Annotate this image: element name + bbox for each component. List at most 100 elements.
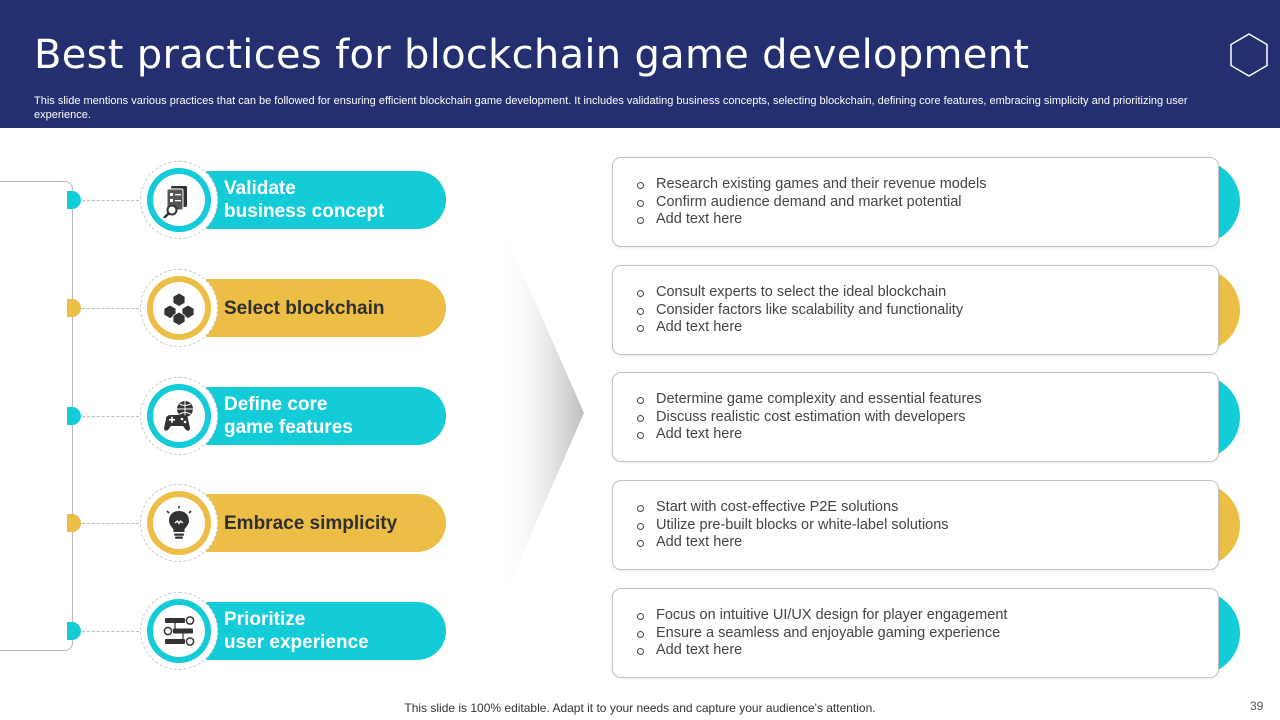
detail-card: Focus on intuitive UI/UX design for play… xyxy=(612,588,1219,678)
detail-text: Consult experts to select the ideal bloc… xyxy=(656,284,947,300)
detail-text: Consider factors like scalability and fu… xyxy=(656,301,964,318)
detail-item: Add text here xyxy=(637,642,1007,660)
step-label: Prioritize user experience xyxy=(224,609,369,653)
circle-bullet-icon xyxy=(637,290,644,297)
detail-item: Add text here xyxy=(637,319,963,337)
detail-list: Determine game complexity and essential … xyxy=(637,391,982,444)
step-badge-ring xyxy=(147,276,211,340)
footer-note: This slide is 100% editable. Adapt it to… xyxy=(404,701,876,715)
step-badge-ring xyxy=(147,168,211,232)
step-badge xyxy=(140,592,218,670)
step-badge xyxy=(140,269,218,347)
circle-bullet-icon xyxy=(637,432,644,439)
slide-title: Best practices for blockchain game devel… xyxy=(34,32,1030,78)
detail-item: Consider factors like scalability and fu… xyxy=(637,302,963,320)
detail-text: Research existing games and their revenu… xyxy=(656,176,987,192)
step-pill xyxy=(180,387,446,445)
detail-item: Utilize pre-built blocks or white-label … xyxy=(637,517,949,535)
detail-item: Start with cost-effective P2E solutions xyxy=(637,499,949,517)
step-badge xyxy=(140,161,218,239)
blockchain-cubes-icon xyxy=(163,292,195,326)
connector-line xyxy=(82,416,144,417)
detail-text: Add text here xyxy=(656,211,743,227)
detail-item: Add text here xyxy=(637,211,986,229)
user-flow-icon xyxy=(163,616,195,646)
detail-text: Start with cost-effective P2E solutions xyxy=(656,499,899,515)
step-label: Embrace simplicity xyxy=(224,512,398,534)
gamepad-globe-icon xyxy=(164,401,193,431)
detail-item: Discuss realistic cost estimation with d… xyxy=(637,409,982,427)
step-badge-inner xyxy=(153,174,205,226)
connector-dot xyxy=(67,299,81,317)
circle-bullet-icon xyxy=(637,648,644,655)
connector-line xyxy=(82,308,144,309)
step-badge xyxy=(140,377,218,455)
circle-bullet-icon xyxy=(637,199,644,207)
step-badge xyxy=(140,484,218,562)
step-badge-inner xyxy=(153,390,205,442)
step-pill xyxy=(180,494,446,552)
hexagon-icon xyxy=(1230,33,1268,77)
step-label: Define core game features xyxy=(224,394,353,438)
step-pill xyxy=(180,279,446,337)
circle-bullet-icon xyxy=(637,630,644,638)
step-badge-ring xyxy=(147,384,211,448)
slide-subtitle: This slide mentions various practices th… xyxy=(34,95,1188,121)
detail-text: Determine game complexity and essential … xyxy=(656,391,982,407)
slide-header: Best practices for blockchain game devel… xyxy=(0,0,1280,128)
detail-text: Focus on intuitive UI/UX design for play… xyxy=(656,607,1008,623)
detail-card: Consult experts to select the ideal bloc… xyxy=(612,265,1219,355)
step-pill xyxy=(180,171,446,229)
step-pill xyxy=(180,602,446,660)
step-label: Select blockchain xyxy=(224,297,385,319)
circle-bullet-icon xyxy=(637,414,644,422)
step-badge-inner xyxy=(153,605,205,657)
detail-item: Research existing games and their revenu… xyxy=(637,176,986,194)
circle-bullet-icon xyxy=(637,522,644,530)
detail-text: Add text here xyxy=(656,319,743,335)
detail-text: Discuss realistic cost estimation with d… xyxy=(656,408,966,425)
step-badge-ring xyxy=(147,599,211,663)
step-label: Validate business concept xyxy=(224,178,385,222)
connector-dot xyxy=(67,622,81,640)
detail-card: Research existing games and their revenu… xyxy=(612,157,1219,247)
detail-text: Add text here xyxy=(656,534,743,550)
circle-bullet-icon xyxy=(637,325,644,332)
step-badge-inner xyxy=(153,282,205,334)
circle-bullet-icon xyxy=(637,613,644,620)
detail-item: Consult experts to select the ideal bloc… xyxy=(637,284,963,302)
circle-bullet-icon xyxy=(637,540,644,547)
detail-list: Focus on intuitive UI/UX design for play… xyxy=(637,607,1007,660)
detail-text: Ensure a seamless and enjoyable gaming e… xyxy=(656,624,1001,641)
detail-text: Add text here xyxy=(656,426,743,442)
page-number: 39 xyxy=(1250,699,1264,713)
circle-bullet-icon xyxy=(637,397,644,404)
connector-dot xyxy=(67,407,81,425)
business-concept-icon xyxy=(163,186,187,218)
circle-bullet-icon xyxy=(637,182,644,189)
left-bracket xyxy=(0,181,73,651)
connector-dot xyxy=(67,514,81,532)
connector-dot xyxy=(67,191,81,209)
step-badge-ring xyxy=(147,491,211,555)
detail-item: Focus on intuitive UI/UX design for play… xyxy=(637,607,1007,625)
circle-bullet-icon xyxy=(637,505,644,512)
detail-item: Confirm audience demand and market poten… xyxy=(637,194,986,212)
detail-text: Utilize pre-built blocks or white-label … xyxy=(656,516,949,533)
connector-line xyxy=(82,631,144,632)
detail-item: Add text here xyxy=(637,534,949,552)
connector-line xyxy=(82,200,144,201)
circle-bullet-icon xyxy=(637,307,644,315)
circle-bullet-icon xyxy=(637,217,644,224)
detail-list: Consult experts to select the ideal bloc… xyxy=(637,284,963,337)
detail-item: Ensure a seamless and enjoyable gaming e… xyxy=(637,625,1007,643)
connector-line xyxy=(82,523,144,524)
detail-list: Research existing games and their revenu… xyxy=(637,176,986,229)
step-badge-inner xyxy=(153,497,205,549)
detail-text: Confirm audience demand and market poten… xyxy=(656,193,962,210)
detail-card: Determine game complexity and essential … xyxy=(612,372,1219,462)
detail-item: Add text here xyxy=(637,426,982,444)
lightbulb-icon xyxy=(166,506,192,539)
